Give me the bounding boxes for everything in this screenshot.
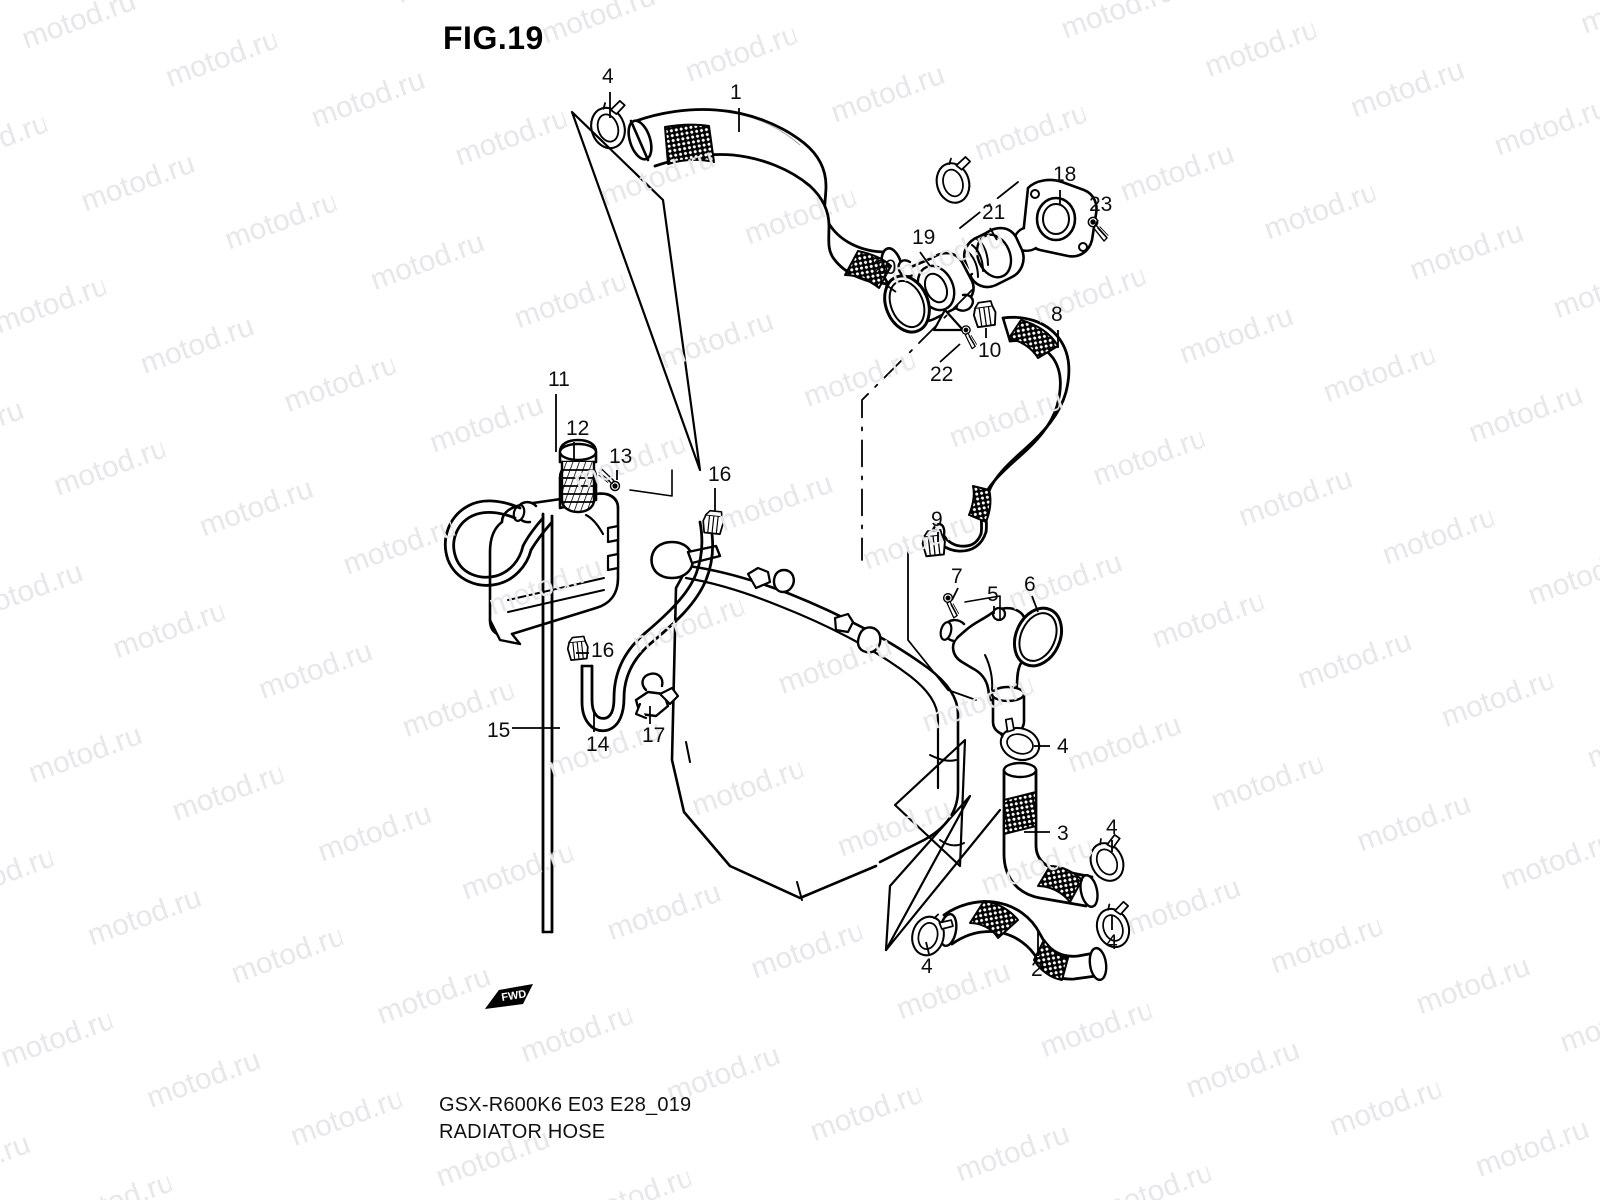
- callout-11: 11: [548, 368, 570, 391]
- callout-3: 3: [1057, 822, 1069, 845]
- part-hose-clip-upper: [701, 509, 726, 536]
- callout-12: 12: [566, 417, 590, 440]
- part-thermostat-cover: [1013, 178, 1098, 258]
- callout-1: 1: [730, 81, 742, 104]
- callout-4: 4: [602, 65, 614, 88]
- callout-6: 6: [1024, 573, 1036, 596]
- callout-8: 8: [1051, 303, 1063, 326]
- caption-name: RADIATOR HOSE: [439, 1121, 606, 1143]
- part-radiator-outlet-hose: [1002, 761, 1099, 908]
- part-reservoir-tank: [488, 460, 620, 646]
- fwd-direction-marker: FWD: [483, 978, 539, 1018]
- callout-16-lower: 16: [591, 639, 615, 662]
- callout-2: 2: [1031, 958, 1043, 981]
- callout-9: 9: [931, 508, 943, 531]
- callout-18: 18: [1053, 163, 1077, 186]
- part-hose-clamp-top-left: [583, 96, 638, 154]
- callout-13: 13: [609, 445, 633, 468]
- figure-title: FIG.19: [443, 20, 544, 56]
- part-hose-guide-clamp: [634, 672, 680, 720]
- part-reservoir-mount-bolt: [598, 468, 621, 492]
- caption: GSX-R600K6 E03 E28_019 RADIATOR HOSE: [439, 1092, 691, 1146]
- part-hose-clamp-top-right: [929, 152, 982, 208]
- callout-4-water-right: 4: [1106, 931, 1118, 954]
- callout-15: 15: [487, 719, 511, 742]
- callout-17: 17: [642, 724, 666, 747]
- callout-21: 21: [982, 201, 1006, 224]
- callout-22: 22: [930, 363, 954, 386]
- part-reservoir-tank-cap: [558, 438, 598, 514]
- callout-4-water-left: 4: [921, 955, 933, 978]
- callout-23: 23: [1089, 193, 1113, 216]
- callout-19: 19: [912, 226, 936, 249]
- part-hose-clip-lower: [565, 635, 590, 662]
- caption-code: GSX-R600K6 E03 E28_019: [439, 1094, 692, 1116]
- callout-10: 10: [978, 339, 1002, 362]
- callout-7: 7: [951, 565, 963, 588]
- callout-20: 20: [873, 256, 897, 279]
- radiator-outline: [670, 564, 965, 901]
- callout-5: 5: [987, 583, 999, 606]
- part-water-hose: [938, 900, 1108, 982]
- callout-16-upper: 16: [708, 463, 732, 486]
- callout-14: 14: [586, 733, 610, 756]
- callout-4-inlet: 4: [1057, 735, 1069, 758]
- part-bypass-hose-clip-upper: [971, 299, 999, 329]
- part-radiator-inlet-hose: [627, 108, 904, 289]
- callout-4-outlet-right: 4: [1106, 816, 1118, 839]
- part-water-inlet-pipe-bolt: [937, 591, 965, 620]
